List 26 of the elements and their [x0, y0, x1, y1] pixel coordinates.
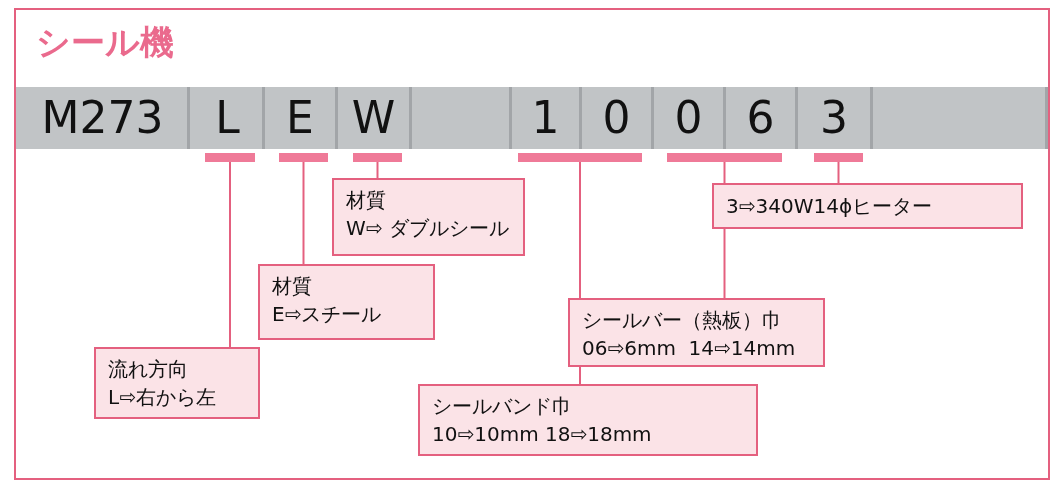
- code-character: L: [193, 87, 265, 149]
- marker-bar: [353, 153, 402, 162]
- marker-bar: [667, 153, 782, 162]
- code-character: 6: [726, 87, 798, 149]
- code-character: E: [265, 87, 338, 149]
- leader-line: [837, 161, 840, 184]
- marker-bar: [814, 153, 863, 162]
- description-box: 材質 E⇨スチール: [258, 264, 435, 340]
- code-character: W: [338, 87, 412, 149]
- leader-line: [229, 161, 231, 348]
- marker-bar: [205, 153, 255, 162]
- code-character: M273: [18, 87, 190, 149]
- marker-bar: [279, 153, 328, 162]
- code-character: 0: [582, 87, 654, 149]
- leader-line: [302, 161, 305, 265]
- title: シール機: [36, 21, 174, 64]
- leader-line: [376, 161, 379, 179]
- description-box: 材質 W⇨ ダブルシール: [332, 178, 525, 256]
- code-character: 3: [798, 87, 873, 149]
- description-box: 流れ方向 L⇨右から左: [94, 347, 260, 419]
- marker-bar: [518, 153, 642, 162]
- code-character: 1: [512, 87, 582, 149]
- description-box: 3⇨340W14ϕヒーター: [712, 183, 1023, 229]
- description-box: シールバー（熱板）巾 06⇨6mm 14⇨14mm: [568, 298, 825, 367]
- code-character: 0: [654, 87, 726, 149]
- description-box: シールバンド巾 10⇨10mm 18⇨18mm: [418, 384, 758, 456]
